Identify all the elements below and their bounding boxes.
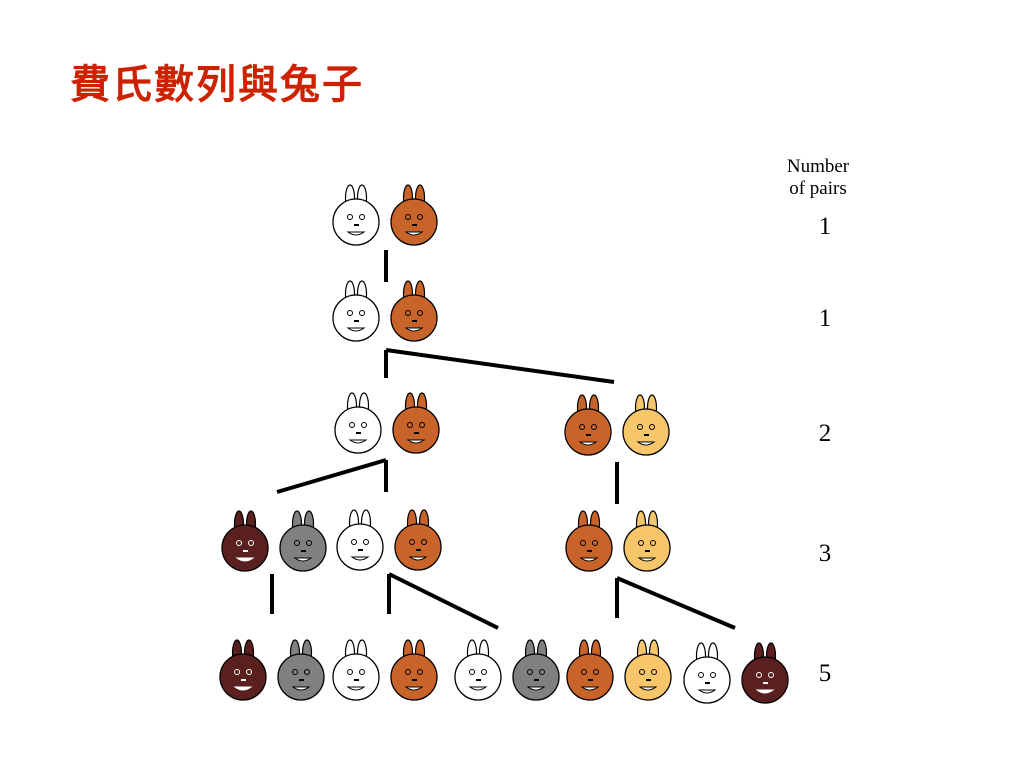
pair-count-gen-3: 2: [818, 420, 832, 447]
tree-connector-3: [385, 348, 615, 384]
pair-count-gen-2: 1: [818, 305, 832, 332]
rabbit-g5-p5-a: [683, 642, 731, 704]
rabbit-g5-p2-b: [390, 639, 438, 701]
rabbit-g5-p5-b: [741, 642, 789, 704]
rabbit-g4-p1-b: [279, 510, 327, 572]
pair-count-gen-1: 1: [818, 213, 832, 240]
rabbit-g3-p1-b: [392, 392, 440, 454]
rabbit-g5-p1-a: [219, 639, 267, 701]
header-line-1: Number: [786, 156, 850, 177]
page-title: 費氏數列與兔子: [70, 61, 364, 108]
rabbit-g3-p1-a: [334, 392, 382, 454]
pair-count-gen-5: 5: [818, 660, 832, 687]
tree-connector-9: [388, 572, 499, 630]
rabbit-g4-p3-a: [565, 510, 613, 572]
rabbit-g5-p3-a: [454, 639, 502, 701]
pair-count-gen-4: 3: [818, 540, 832, 567]
rabbit-g4-p2-a: [336, 509, 384, 571]
rabbit-g4-p3-b: [623, 510, 671, 572]
rabbit-g1-p1-a: [332, 184, 380, 246]
rabbit-g3-p2-a: [564, 394, 612, 456]
rabbit-g5-p4-b: [624, 639, 672, 701]
rabbit-g3-p2-b: [622, 394, 670, 456]
rabbit-g4-p2-b: [394, 509, 442, 571]
rabbit-g5-p3-b: [512, 639, 560, 701]
rabbit-g2-p1-b: [390, 280, 438, 342]
tree-connector-11: [616, 576, 736, 630]
rabbit-g2-p1-a: [332, 280, 380, 342]
rabbit-g5-p1-b: [277, 639, 325, 701]
rabbit-g4-p1-a: [221, 510, 269, 572]
tree-connector-5: [276, 458, 387, 494]
pairs-column-header: Number of pairs: [770, 156, 866, 200]
header-line-2: of pairs: [789, 178, 847, 199]
rabbit-g5-p2-a: [332, 639, 380, 701]
rabbit-g5-p4-a: [566, 639, 614, 701]
rabbit-g1-p1-b: [390, 184, 438, 246]
